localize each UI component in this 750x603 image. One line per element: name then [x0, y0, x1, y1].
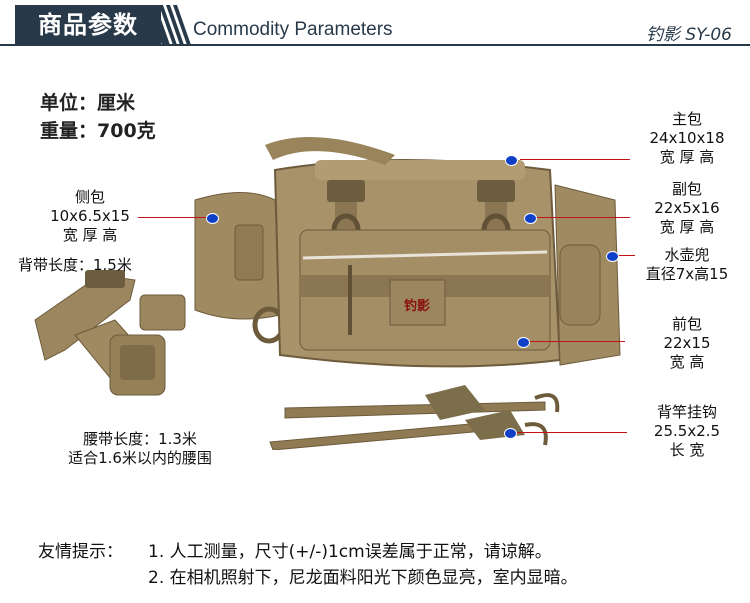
front-bag-callout-line	[527, 341, 625, 342]
bottle-pocket-size: 直径7x高15	[645, 265, 729, 283]
side-bag-size: 10x6.5x15	[50, 207, 130, 225]
bottle-pocket-name: 水壶兜	[664, 246, 710, 264]
bottle-pocket-image	[554, 184, 621, 366]
main-bag-image: 钓影	[265, 137, 562, 368]
product-photo: 钓影	[34, 137, 621, 450]
header-model: 钓影 SY-06	[645, 25, 732, 45]
main-bag-size: 24x10x18	[649, 129, 725, 147]
rod-hook-image	[269, 385, 560, 450]
bottle-marker	[606, 251, 619, 262]
main-bag-dims: 宽 厚 高	[659, 148, 715, 166]
front-bag-size: 22x15	[663, 334, 711, 352]
front-bag-dims: 宽 高	[669, 353, 705, 371]
side-bag-label: 侧包 10x6.5x15 宽 厚 高	[40, 188, 140, 245]
sub-bag-dims: 宽 厚 高	[659, 218, 715, 236]
svg-text:钓影: 钓影	[404, 298, 430, 314]
waist-strap-fit: 适合1.6米以内的腰围	[68, 449, 212, 467]
rod-hook-marker	[504, 428, 517, 439]
rod-hook-callout-line	[515, 432, 627, 433]
rod-hook-size: 25.5x2.5	[653, 422, 721, 440]
unit-spec: 单位：厘米	[40, 92, 136, 114]
sub-bag-label: 副包 22x5x16 宽 厚 高	[632, 180, 742, 237]
main-bag-label: 主包 24x10x18 宽 厚 高	[632, 110, 742, 167]
shoulder-strap-image	[34, 270, 186, 396]
side-bag-marker	[206, 213, 219, 224]
front-bag-label: 前包 22x15 宽 高	[632, 315, 742, 372]
weight-spec: 重量：700克	[40, 120, 156, 142]
bottle-pocket-label: 水壶兜 直径7x高15	[628, 246, 746, 284]
side-bag-name: 侧包	[74, 188, 105, 206]
rod-hook-dims: 长 宽	[669, 441, 705, 459]
front-bag-marker	[517, 337, 530, 348]
header-divider	[0, 44, 750, 46]
sub-bag-size: 22x5x16	[654, 199, 720, 217]
rod-hook-name: 背竿挂钩	[656, 403, 717, 421]
side-bag-dims: 宽 厚 高	[62, 226, 118, 244]
tips-line-1: 1. 人工测量，尺寸(+/-)1cm误差属于正常，请谅解。	[148, 542, 552, 562]
front-bag-name: 前包	[671, 315, 702, 333]
header-stripes	[148, 5, 191, 45]
waist-strap-label: 腰带长度：1.3米 适合1.6米以内的腰围	[45, 430, 235, 468]
main-bag-marker	[505, 155, 518, 166]
tips-label: 友情提示：	[38, 542, 123, 562]
sub-bag-callout-line	[535, 217, 630, 218]
sub-bag-name: 副包	[671, 180, 702, 198]
header-title-en: Commodity Parameters	[193, 19, 393, 40]
tips-line-2: 2. 在相机照射下，尼龙面料阳光下颜色显亮，室内显暗。	[148, 568, 578, 588]
rod-hook-label: 背竿挂钩 25.5x2.5 长 宽	[628, 403, 746, 460]
header-tab: 商品参数	[15, 5, 161, 45]
side-bag-callout-line	[138, 217, 210, 218]
main-bag-callout-line	[520, 159, 630, 160]
waist-strap-length: 腰带长度：1.3米	[83, 430, 197, 448]
main-bag-name: 主包	[671, 110, 702, 128]
shoulder-strap-label: 背带长度：1.5米	[18, 256, 132, 274]
sub-bag-marker	[524, 213, 537, 224]
bottle-callout-line	[615, 255, 635, 256]
header: 商品参数 Commodity Parameters 钓影 SY-06	[0, 0, 750, 56]
